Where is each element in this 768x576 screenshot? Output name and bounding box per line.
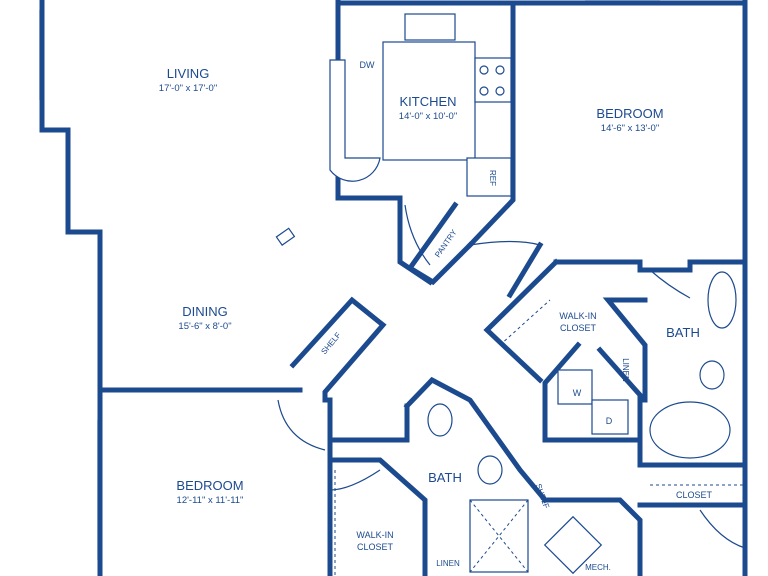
burner-icon: [495, 65, 505, 75]
bedroom-bath-diagonal: [506, 241, 544, 299]
door-closet: [699, 509, 746, 549]
linen-lower-label: LINEN: [436, 559, 460, 568]
shelf-bath-label: SHELF: [534, 482, 551, 509]
walkin-closet-wall: [553, 259, 748, 273]
sink-icon: [404, 13, 456, 41]
door-pantry: [404, 204, 431, 266]
burner-icon: [495, 86, 505, 96]
walls: [39, 0, 748, 576]
dishwasher-label: DW: [360, 60, 375, 70]
second-walkin-wall: [327, 457, 428, 576]
walkin-second-line1: WALK-IN: [356, 530, 393, 540]
kitchen-bedroom-wall: [466, 0, 516, 249]
kitchen-name: KITCHEN: [399, 94, 456, 109]
sink-icon: [707, 271, 737, 329]
kitchen-fixtures: [275, 13, 512, 246]
door-bedroom: [469, 240, 541, 246]
closet-rod: [499, 299, 551, 346]
dryer-label: D: [606, 416, 613, 426]
living-left-wall: [39, 0, 103, 576]
laundry-lower: [637, 437, 748, 468]
dryer-icon: [591, 399, 629, 435]
living-dims: 17'-0" x 17'-0": [159, 83, 217, 94]
kitchen-counter: [382, 41, 476, 161]
bath-second-name: BATH: [428, 470, 462, 485]
room-labels: LIVING 17'-0" x 17'-0" KITCHEN 14'-0" x …: [159, 66, 713, 552]
second-bath-top: [403, 376, 549, 504]
sink-icon: [427, 403, 453, 437]
windows: [39, 0, 660, 560]
walkin-main-line2: CLOSET: [560, 323, 597, 333]
bedroom-second-name: BEDROOM: [176, 478, 243, 493]
kitchen-dims: 14'-0" x 10'-0": [399, 111, 457, 122]
door-second-bedroom: [277, 399, 326, 451]
toilet-icon: [477, 455, 503, 485]
column-icon: [275, 227, 296, 246]
kitchen-island: [329, 59, 381, 182]
fixture-labels: DW REF PANTRY SHELF SHELF LINEN LINEN W …: [319, 60, 630, 572]
walkin-diagonal: [483, 258, 560, 384]
mech-wall: [542, 497, 643, 576]
walkin-main-line1: WALK-IN: [559, 311, 596, 321]
dining-name: DINING: [182, 304, 228, 319]
stove-icon: [474, 57, 512, 103]
bedroom-main-dims: 14'-6" x 13'-0": [601, 123, 659, 134]
closet-name: CLOSET: [676, 490, 713, 500]
main-bath-inner: [602, 297, 648, 403]
bathtub-icon: [649, 401, 731, 459]
dining-dims: 15'-6" x 8'-0": [178, 321, 231, 332]
pantry-wall: [406, 201, 474, 286]
bath-main-name: BATH: [666, 325, 700, 340]
bedroom-main-name: BEDROOM: [596, 106, 663, 121]
refrigerator-label: REF: [488, 170, 497, 186]
second-bath-left: [327, 403, 410, 443]
shower-icon: [469, 499, 529, 573]
mech-label: MECH.: [585, 563, 611, 572]
refrigerator-icon: [466, 157, 512, 197]
burner-icon: [479, 86, 489, 96]
bedroom-second-dims: 12'-11" x 11'-11": [177, 495, 244, 506]
laundry-wall: [542, 341, 643, 443]
washer-icon: [557, 369, 593, 405]
bath-fixtures: [334, 271, 745, 576]
burner-icon: [479, 65, 489, 75]
linen-upper-label: LINEN: [621, 358, 630, 382]
door-bath-main: [649, 269, 691, 299]
walkin-second-line2: CLOSET: [357, 542, 394, 552]
doors: [277, 204, 746, 549]
washer-label: W: [573, 388, 582, 398]
door-walkin-second: [329, 469, 381, 491]
dining-shelf-wall: [289, 296, 387, 403]
toilet-icon: [699, 360, 725, 390]
living-name: LIVING: [167, 66, 210, 81]
mech-unit-icon: [543, 515, 603, 575]
